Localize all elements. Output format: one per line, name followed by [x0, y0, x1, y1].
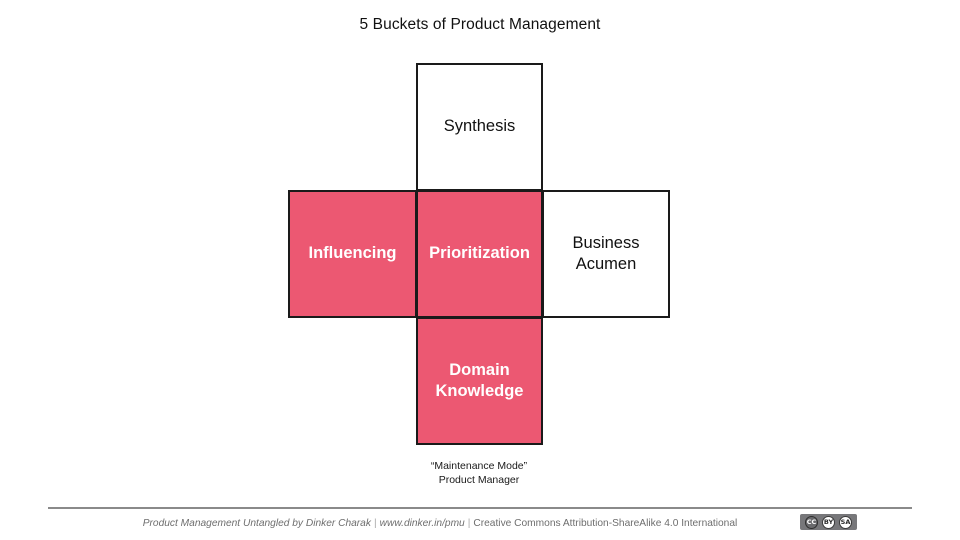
cc-by-icon: BY	[822, 515, 835, 529]
diagram-cell-business-acumen[interactable]: Business Acumen	[542, 190, 670, 318]
footer-separator-2: |	[467, 518, 471, 529]
cell-label-prioritization: Prioritization	[429, 244, 530, 263]
diagram-cell-synthesis[interactable]: Synthesis	[416, 63, 543, 191]
footer-divider	[48, 507, 912, 509]
cell-label-domain-knowledge-line2: Knowledge	[435, 382, 524, 400]
diagram-caption: “Maintenance Mode” Product Manager	[288, 459, 670, 488]
footer-website-link[interactable]: www.dinker.in/pmu	[379, 518, 465, 529]
creative-commons-badge[interactable]: CC BY SA	[800, 514, 857, 530]
cell-label-influencing: Influencing	[308, 244, 397, 263]
footer-attribution: Product Management Untangled by Dinker C…	[0, 516, 880, 532]
cell-label-business-acumen: Business Acumen	[567, 233, 646, 275]
cell-label-business-acumen-line1: Business	[572, 233, 640, 252]
footer: Product Management Untangled by Dinker C…	[0, 516, 960, 536]
diagram-cell-domain-knowledge[interactable]: Domain Knowledge	[416, 317, 543, 445]
diagram-cell-influencing[interactable]: Influencing	[288, 190, 417, 318]
diagram-cell-prioritization[interactable]: Prioritization	[416, 190, 543, 318]
cell-label-synthesis: Synthesis	[443, 117, 516, 136]
page-title: 5 Buckets of Product Management	[359, 16, 601, 33]
footer-separator-1: |	[373, 518, 377, 529]
cell-label-business-acumen-line2: Acumen	[575, 255, 637, 273]
cell-label-domain-knowledge-line1: Domain	[449, 360, 510, 379]
footer-book-title: Product Management Untangled by Dinker C…	[142, 518, 371, 529]
cc-sa-icon: SA	[839, 515, 852, 529]
cell-label-domain-knowledge: Domain Knowledge	[429, 360, 529, 402]
diagram-caption-line1: “Maintenance Mode”	[430, 460, 528, 472]
diagram-caption-line2: Product Manager	[438, 474, 520, 487]
five-buckets-cross-diagram: Synthesis Influencing Prioritization Bus…	[288, 63, 670, 445]
footer-license-text: Creative Commons Attribution-ShareAlike …	[473, 518, 738, 529]
cc-icon: CC	[805, 515, 818, 529]
